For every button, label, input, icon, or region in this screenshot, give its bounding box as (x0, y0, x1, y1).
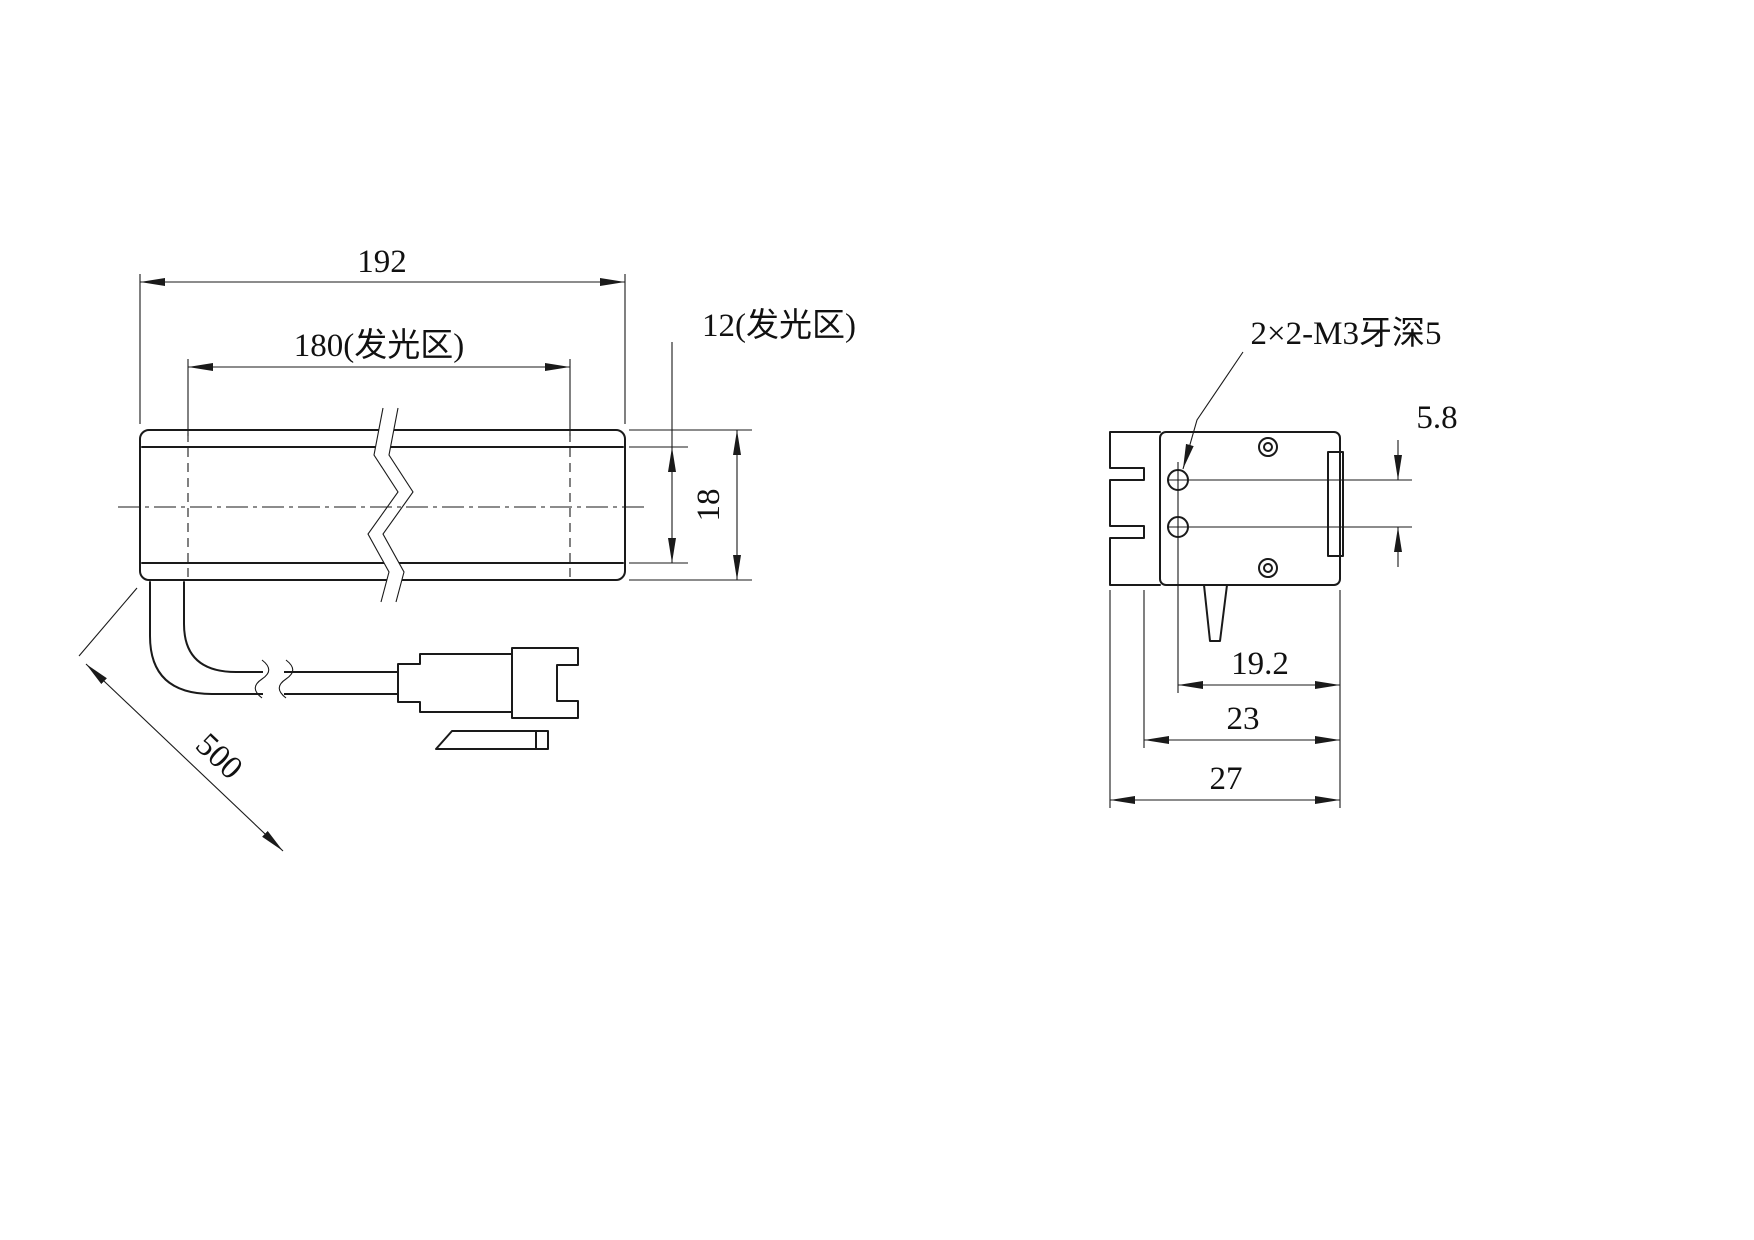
connector-latch (435, 730, 549, 750)
break-mask (368, 408, 413, 602)
dim-hole-to-edge: 19.2 (1177, 462, 1341, 808)
dim-total-length: 192 (139, 244, 626, 424)
dim-emitting-width: 12(发光区) (629, 307, 856, 564)
screw-top-outer (1258, 437, 1278, 457)
body-outline (1159, 431, 1341, 586)
dim-height-label: 18 (691, 489, 727, 522)
dim-emitting-width-label: 12(发光区) (702, 307, 856, 344)
dim-total-length-label: 192 (357, 244, 407, 280)
dim-hole-to-edge-label: 19.2 (1231, 646, 1289, 682)
dim-hole-spacing: 5.8 (1168, 400, 1458, 567)
ext-line (78, 587, 138, 657)
dim-emitting-length-label: 180(发光区) (294, 327, 464, 364)
dim-cable-length-label: 500 (189, 727, 250, 787)
thread-note-label: 2×2-M3牙深5 (1251, 316, 1442, 352)
break-line-left (367, 407, 399, 603)
thread-note: 2×2-M3牙深5 (1182, 316, 1442, 470)
dim-height: 18 (629, 429, 752, 581)
light-bar-body (118, 407, 648, 603)
cable-inner-edge (183, 581, 399, 673)
cable (149, 581, 399, 700)
dim-cable-length: 500 (78, 587, 284, 852)
dim-emitting-length: 180(发光区) (187, 327, 571, 436)
profile-section (1109, 431, 1344, 642)
dim-width-overall: 27 (1109, 590, 1340, 808)
dim-line (85, 663, 284, 852)
side-slot (1327, 451, 1344, 557)
dim-width-overall-label: 27 (1210, 761, 1243, 797)
front-view: 192 180(发光区) 12(发光区) 18 500 (78, 244, 856, 852)
dim-hole-spacing-label: 5.8 (1416, 400, 1457, 436)
screw-bottom-outer (1258, 558, 1278, 578)
side-view: 2×2-M3牙深5 5.8 19.2 23 27 (1109, 316, 1458, 808)
screw-top-inner (1263, 442, 1273, 452)
screw-bottom-inner (1263, 563, 1273, 573)
dim-width-inner-label: 23 (1227, 701, 1260, 737)
break-line-right (382, 407, 414, 603)
bottom-tab (1203, 584, 1228, 642)
dim-width-inner: 23 (1143, 590, 1340, 748)
mounting-rail-outline (1109, 431, 1161, 586)
connector (397, 647, 579, 750)
connector-body (397, 647, 579, 719)
leader-line (1182, 351, 1244, 470)
